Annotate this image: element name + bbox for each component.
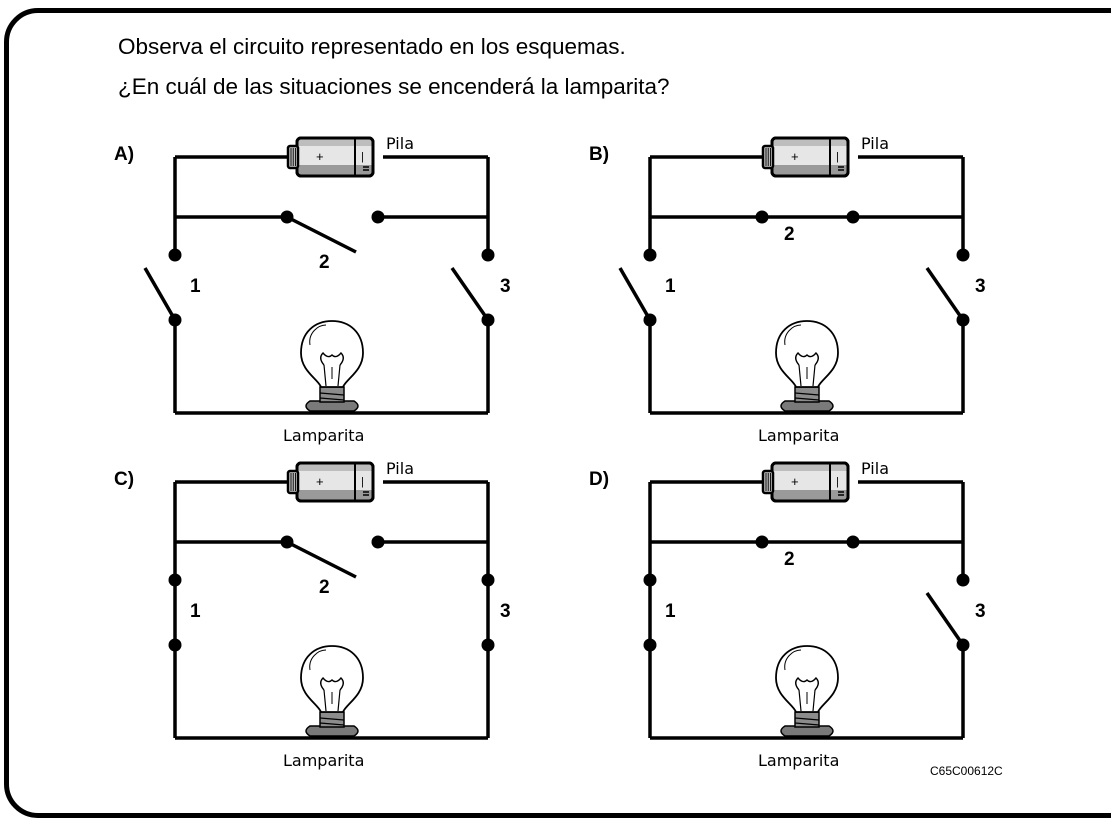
panel-letter: B) bbox=[589, 144, 609, 165]
lamp-label: Lamparita bbox=[283, 751, 364, 770]
minus-sign: | bbox=[836, 476, 839, 488]
switch-3-label: 3 bbox=[975, 276, 986, 297]
wire bbox=[286, 540, 357, 579]
panel-letter: D) bbox=[589, 469, 609, 490]
switch-1-label: 1 bbox=[665, 276, 676, 297]
terminal-dot bbox=[956, 248, 970, 262]
battery-icon: +| bbox=[761, 136, 850, 178]
switch-2-label: 2 bbox=[784, 549, 795, 570]
question-line-1: Observa el circuito representado en los … bbox=[118, 34, 626, 59]
battery-label: Pila bbox=[386, 459, 414, 478]
terminal-dot bbox=[956, 573, 970, 587]
switch-1-label: 1 bbox=[665, 601, 676, 622]
switch-2-label: 2 bbox=[319, 577, 330, 598]
switch-2-label: 2 bbox=[319, 252, 330, 273]
terminal-dot bbox=[481, 248, 495, 262]
plus-sign: + bbox=[791, 149, 799, 164]
terminal-dot bbox=[371, 210, 385, 224]
terminal-dot bbox=[755, 535, 769, 549]
plus-sign: + bbox=[791, 474, 799, 489]
battery-icon: +| bbox=[286, 136, 375, 178]
switch-3-label: 3 bbox=[975, 601, 986, 622]
wire bbox=[450, 267, 490, 321]
wire bbox=[286, 215, 357, 254]
switch-2-label: 2 bbox=[784, 224, 795, 245]
switch-3-label: 3 bbox=[500, 601, 511, 622]
lamp-label: Lamparita bbox=[758, 751, 839, 770]
plus-sign: + bbox=[316, 149, 324, 164]
battery-label: Pila bbox=[861, 459, 889, 478]
lamp-icon bbox=[775, 320, 839, 412]
plus-sign: + bbox=[316, 474, 324, 489]
terminal-dot bbox=[755, 210, 769, 224]
panel-letter: C) bbox=[114, 469, 134, 490]
wire bbox=[618, 267, 652, 321]
minus-sign: | bbox=[361, 151, 364, 163]
battery-label: Pila bbox=[386, 134, 414, 153]
panel-letter: A) bbox=[114, 144, 134, 165]
lamp-icon bbox=[775, 645, 839, 737]
question-line-2: ¿En cuál de las situaciones se encenderá… bbox=[118, 74, 670, 99]
terminal-dot bbox=[846, 210, 860, 224]
lamp-label: Lamparita bbox=[283, 426, 364, 445]
switch-1-label: 1 bbox=[190, 601, 201, 622]
terminal-dot bbox=[846, 535, 860, 549]
wire bbox=[925, 267, 965, 321]
lamp-icon bbox=[300, 645, 364, 737]
minus-sign: | bbox=[836, 151, 839, 163]
switch-1-label: 1 bbox=[190, 276, 201, 297]
terminal-dot bbox=[643, 248, 657, 262]
lamp-label: Lamparita bbox=[758, 426, 839, 445]
item-code: C65C00612C bbox=[930, 764, 1003, 778]
battery-label: Pila bbox=[861, 134, 889, 153]
battery-icon: +| bbox=[761, 461, 850, 503]
terminal-dot bbox=[371, 535, 385, 549]
wire bbox=[925, 592, 965, 646]
switch-3-label: 3 bbox=[500, 276, 511, 297]
minus-sign: | bbox=[361, 476, 364, 488]
battery-icon: +| bbox=[286, 461, 375, 503]
terminal-dot bbox=[168, 248, 182, 262]
wire bbox=[143, 267, 177, 321]
lamp-icon bbox=[300, 320, 364, 412]
